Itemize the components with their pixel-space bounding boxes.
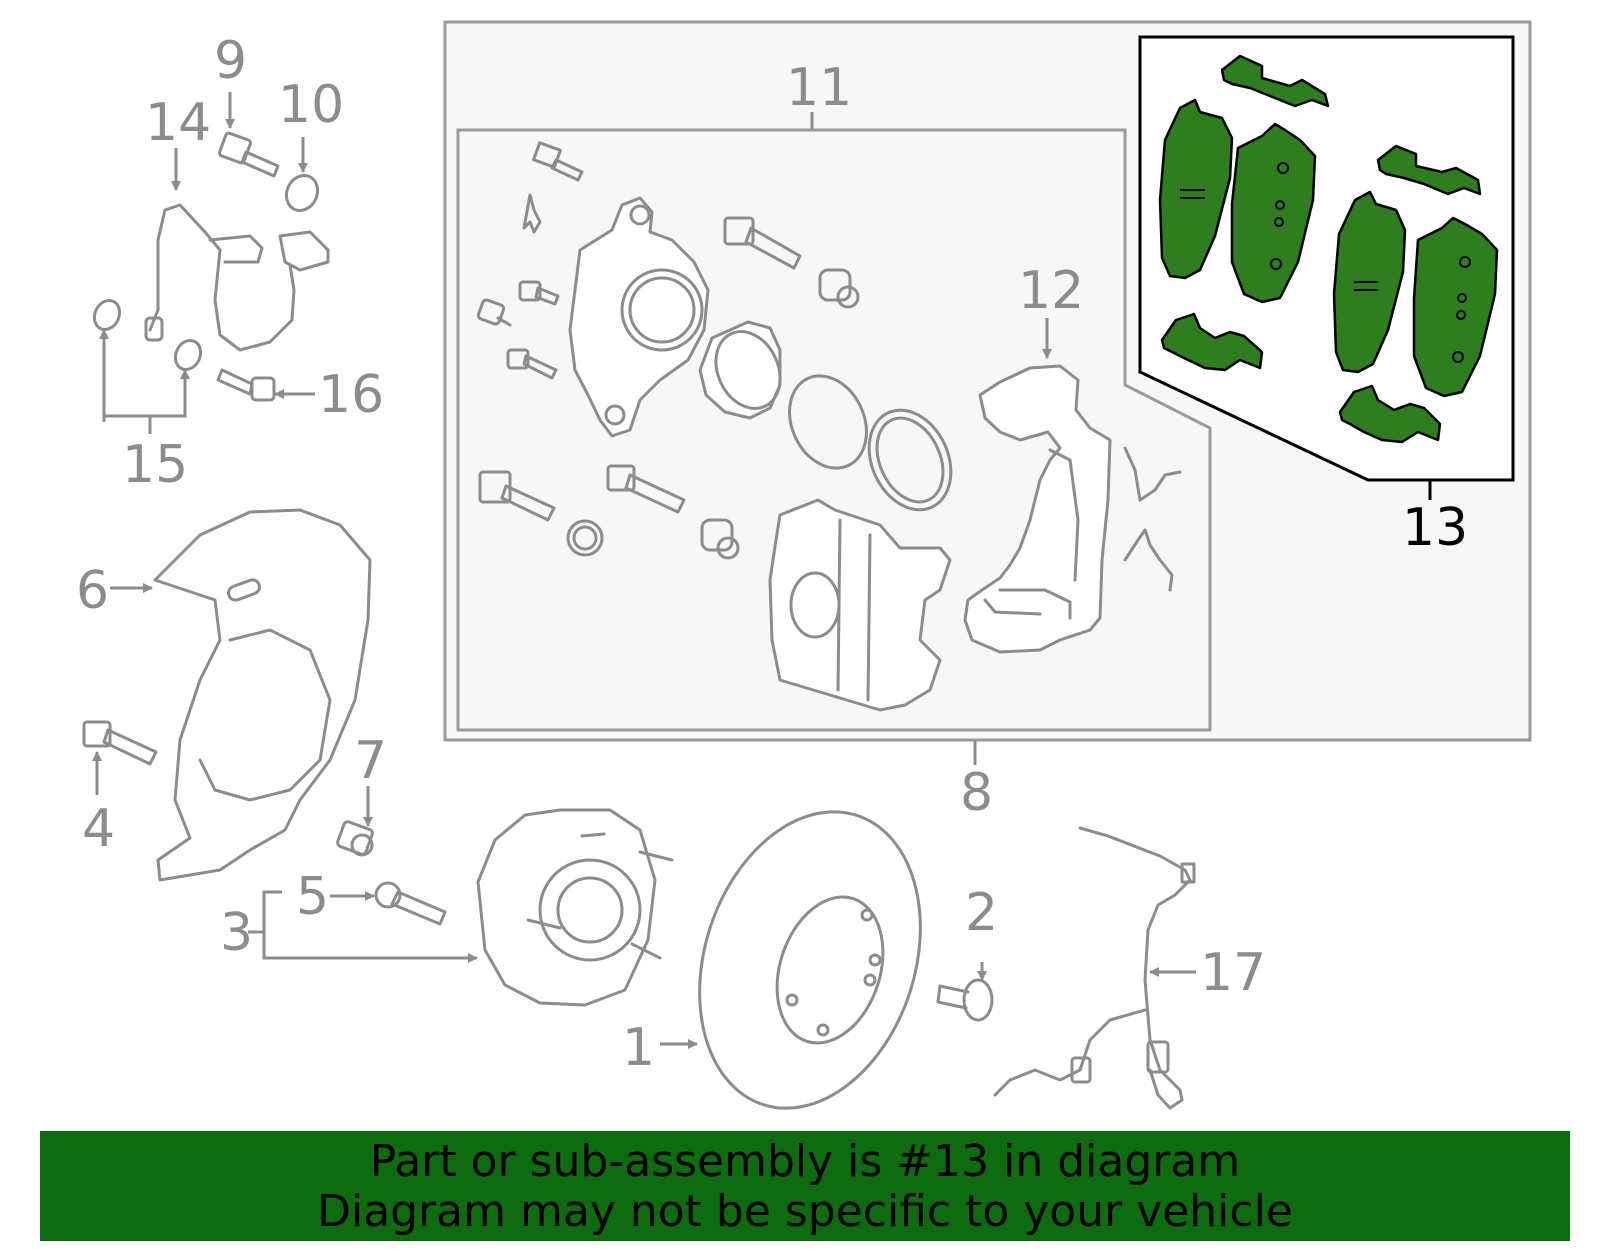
dust-shield: [153, 508, 372, 882]
callout-7: 7: [354, 731, 387, 791]
brake-pads: [1158, 54, 1499, 444]
part-info-banner: Part or sub-assembly is #13 in diagram D…: [40, 1131, 1570, 1241]
callout-17: 17: [1200, 943, 1266, 1003]
callout-11: 11: [786, 58, 852, 118]
abs-sensor: [993, 826, 1196, 1110]
callout-6: 6: [76, 561, 109, 621]
callout-14: 14: [145, 93, 211, 153]
caliper-bracket: [963, 364, 1112, 654]
callout-2: 2: [965, 883, 998, 943]
callout-12: 12: [1018, 261, 1084, 321]
callout-16: 16: [318, 365, 384, 425]
caliper-housing: [568, 196, 710, 438]
caliper-bolts: [476, 141, 860, 560]
washers-and-hose-bolts: [92, 131, 320, 402]
caliper-body: [768, 498, 952, 712]
callout-4: 4: [82, 799, 115, 859]
rotor-screw: [936, 978, 994, 1022]
anti-rattle-springs: [1123, 446, 1182, 592]
callout-8: 8: [960, 763, 993, 823]
callout-13: 13: [1402, 498, 1468, 558]
wheel-hub: [476, 808, 674, 1007]
callout-1: 1: [622, 1018, 655, 1078]
leader-lines: [92, 92, 1196, 1049]
banner-line-1: Part or sub-assembly is #13 in diagram: [369, 1136, 1241, 1187]
banner-line-2: Diagram may not be specific to your vehi…: [317, 1186, 1293, 1237]
small-bolts: [82, 720, 447, 926]
callout-5: 5: [296, 867, 329, 927]
brake-rotor: [698, 810, 922, 1110]
callout-9: 9: [214, 31, 247, 91]
callout-10: 10: [278, 75, 344, 135]
brake-hose: [144, 203, 330, 352]
callout-15: 15: [122, 435, 188, 495]
callout-3: 3: [220, 903, 253, 963]
piston-and-seals: [698, 320, 953, 512]
